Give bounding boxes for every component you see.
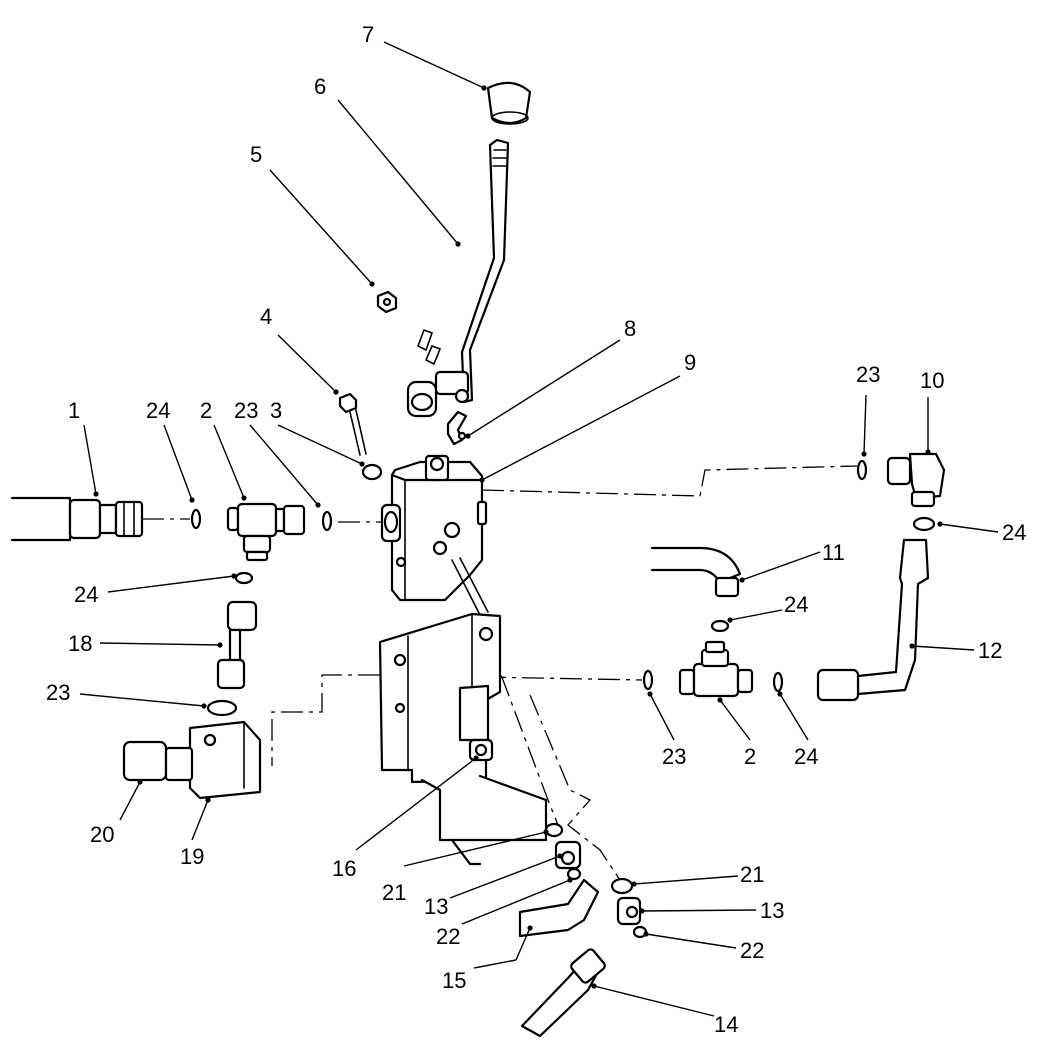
- fitting-20: [122, 740, 194, 782]
- tee-fitting-2-right: [678, 640, 754, 698]
- alignment-lines: [142, 465, 858, 881]
- o-ring-24-center: [710, 619, 730, 633]
- callout-24: 24: [784, 592, 808, 617]
- callout-23: 23: [856, 362, 880, 387]
- callout-13: 13: [760, 898, 784, 923]
- callout-10: 10: [920, 368, 944, 393]
- callout-21: 21: [740, 862, 764, 887]
- o-ring-24-left-lower: [234, 571, 254, 585]
- callout-22: 22: [436, 924, 460, 949]
- callout-21: 21: [382, 880, 406, 905]
- tube-12: [816, 538, 930, 702]
- knob-7: [486, 81, 532, 125]
- callout-2: 2: [744, 744, 756, 769]
- o-ring-21-left: [544, 822, 564, 838]
- callout-20: 20: [90, 822, 114, 847]
- callout-23: 23: [662, 744, 686, 769]
- o-ring-23-left: [321, 510, 333, 532]
- callout-24: 24: [1002, 520, 1026, 545]
- callout-18: 18: [68, 631, 92, 656]
- callout-4: 4: [260, 304, 272, 329]
- adapter-tube-18: [216, 600, 258, 690]
- callout-2: 2: [200, 398, 212, 423]
- callout-3: 3: [270, 398, 282, 423]
- hose-15: [518, 878, 600, 938]
- o-ring-23-lower: [206, 699, 238, 717]
- callout-24: 24: [146, 398, 170, 423]
- callout-23: 23: [234, 398, 258, 423]
- control-valve-9: [380, 454, 489, 616]
- callout-24: 24: [794, 744, 818, 769]
- callout-8: 8: [624, 316, 636, 341]
- hose-11: [650, 546, 742, 598]
- leader-dots: [93, 85, 943, 989]
- hose-14: [520, 948, 606, 1038]
- o-ring-22-left: [566, 867, 582, 881]
- control-lever-6: [460, 138, 510, 404]
- elbow-13-right: [616, 896, 642, 926]
- callout-5: 5: [250, 142, 262, 167]
- clevis-pin-8: [446, 410, 468, 446]
- nut-5: [376, 290, 398, 314]
- bolt-4: [338, 392, 367, 456]
- callout-13: 13: [424, 894, 448, 919]
- callout-23: 23: [46, 680, 70, 705]
- elbow-fitting-10: [856, 452, 946, 508]
- elbow-13-left: [554, 840, 582, 870]
- callout-9: 9: [684, 350, 696, 375]
- callout-labels: 1 24 2 23 3 4 5 6 7 8 9 23 10 24 11 24 1…: [46, 22, 1026, 1037]
- o-ring-23-center: [642, 669, 654, 691]
- callout-6: 6: [314, 74, 326, 99]
- leader-lines: [79, 41, 999, 1017]
- mounting-bracket: [378, 612, 548, 866]
- callout-12: 12: [978, 638, 1002, 663]
- callout-15: 15: [442, 968, 466, 993]
- callout-1: 1: [68, 398, 80, 423]
- o-ring-21-right: [610, 877, 634, 895]
- o-ring-24-right-top: [912, 516, 936, 532]
- callout-22: 22: [740, 938, 764, 963]
- callout-24: 24: [74, 582, 98, 607]
- manifold-block-19: [188, 720, 262, 800]
- callout-19: 19: [180, 844, 204, 869]
- o-ring-24-left: [190, 508, 202, 530]
- callout-11: 11: [822, 540, 845, 565]
- hose-1: [10, 496, 144, 542]
- callout-14: 14: [714, 1012, 738, 1037]
- tee-fitting-2-left: [226, 502, 306, 562]
- callout-16: 16: [332, 856, 356, 881]
- washer-3: [361, 463, 383, 481]
- callout-7: 7: [362, 22, 374, 47]
- o-ring-24-right: [772, 671, 784, 693]
- pivot-link: [406, 328, 470, 418]
- plug-16: [468, 738, 494, 762]
